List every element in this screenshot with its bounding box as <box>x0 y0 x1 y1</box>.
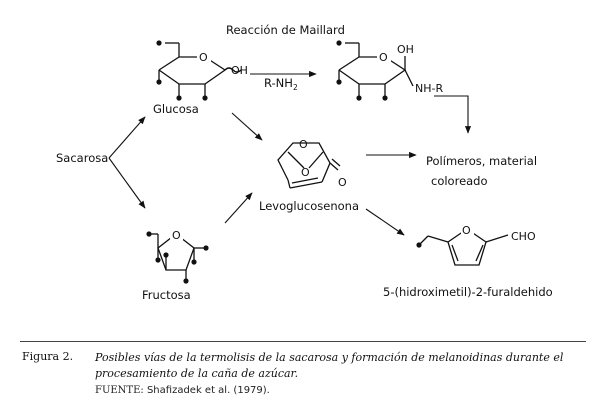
fructose-label: Fructosa <box>142 288 191 302</box>
figure-source: FUENTE: Shafizadek et al. (1979). <box>95 385 270 396</box>
sucrose-label: Sacarosa <box>56 151 108 165</box>
glucose-oh: OH <box>231 64 248 77</box>
product-oh: OH <box>397 43 414 56</box>
product-ring-oxygen: O <box>379 51 388 64</box>
arrow-sucrose-to-fructose <box>108 157 146 209</box>
arrow-glucose-to-levoglucosenone <box>231 112 263 141</box>
levo-oxygen-top: O <box>299 138 308 151</box>
levo-oxygen-bridge: O <box>301 166 310 179</box>
glucose-structure: O OH <box>156 40 248 101</box>
figure-source-label: FUENTE: <box>95 385 144 396</box>
polymers-label-line2: coloreado <box>431 174 488 188</box>
caption-divider <box>20 341 586 342</box>
levoglucosenone-label: Levoglucosenona <box>259 199 359 213</box>
maillard-product-structure: O OH NH-R <box>336 40 443 101</box>
glucose-ring-oxygen: O <box>199 51 208 64</box>
hmf-label: 5-(hidroximetil)-2-furaldehido <box>383 285 553 299</box>
polymers-label-line1: Polímeros, material <box>426 154 537 168</box>
arrow-levoglucosenone-to-hmf <box>365 208 405 236</box>
figure-caption-text: Posibles vías de la termolisis de la sac… <box>95 351 564 380</box>
reagent-subscript: 2 <box>293 83 298 92</box>
glucose-label: Glucosa <box>153 102 199 116</box>
levoglucosenone-structure: O O O <box>277 138 347 189</box>
hmf-ring-oxygen: O <box>462 224 471 237</box>
fructose-ring-oxygen: O <box>172 229 181 242</box>
figure-number: Figura 2. <box>22 350 74 363</box>
arrow-maillard-to-polymers <box>434 95 472 134</box>
figure-source-authors: Shafizadek et al. (1979). <box>146 385 270 396</box>
reagent-label: R-NH <box>264 76 293 90</box>
maillard-title: Reacción de Maillard <box>226 23 345 37</box>
arrow-sucrose-to-glucose <box>108 116 146 159</box>
product-nh-r: NH-R <box>415 82 443 95</box>
arrow-fructose-to-levoglucosenone <box>224 192 253 224</box>
hmf-structure: O CHO <box>416 224 536 266</box>
levo-carbonyl-oxygen: O <box>338 176 347 189</box>
fructose-structure: O <box>146 229 209 284</box>
svg-text:R-NH2: R-NH2 <box>264 76 298 92</box>
hmf-cho: CHO <box>511 230 536 243</box>
